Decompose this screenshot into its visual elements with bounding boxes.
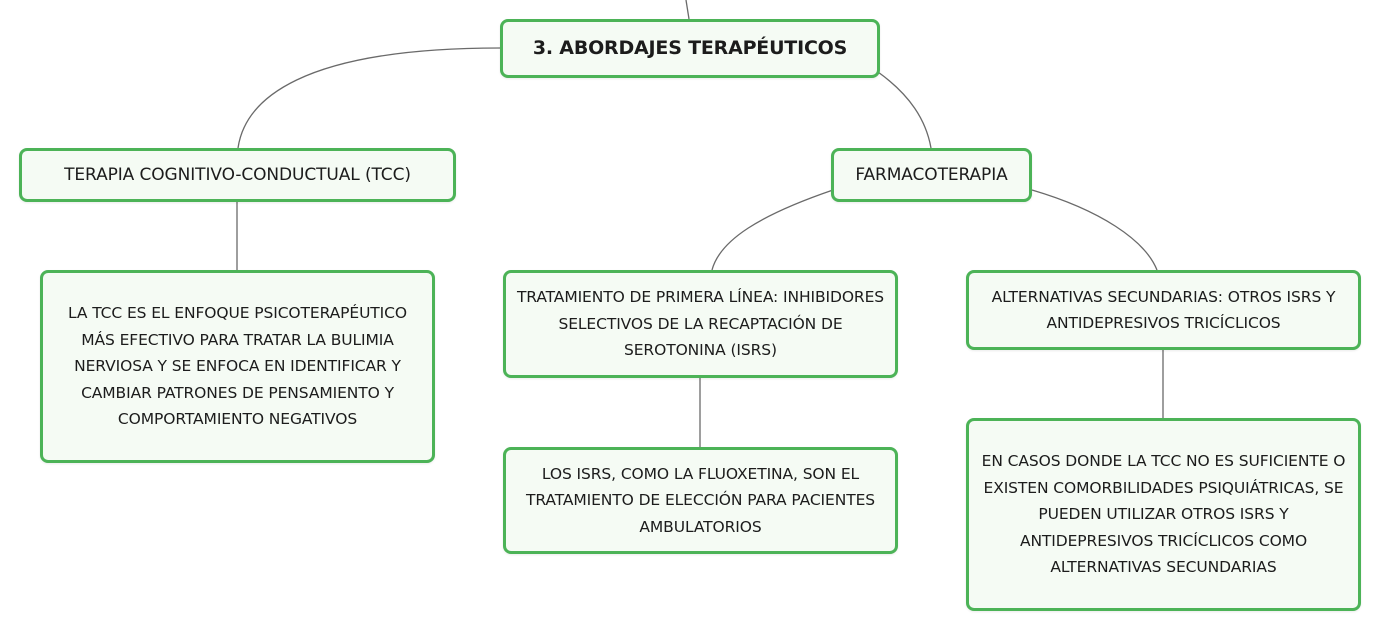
- connector-root-to-tcc: [237, 47, 501, 149]
- topic-label-farmacoterapia: FARMACOTERAPIA: [855, 164, 1008, 185]
- subtopic-node-primera-linea[interactable]: TRATAMIENTO DE PRIMERA LÍNEA: INHIBIDORE…: [503, 270, 898, 378]
- subtopic-node-tcc-description[interactable]: LA TCC ES EL ENFOQUE PSICOTERAPÉUTICO MÁ…: [40, 270, 435, 463]
- subtopic-text-primera-linea: TRATAMIENTO DE PRIMERA LÍNEA: INHIBIDORE…: [516, 288, 885, 360]
- subtopic-text-tcc-description: LA TCC ES EL ENFOQUE PSICOTERAPÉUTICO MÁ…: [68, 304, 407, 429]
- root-topic-node[interactable]: 3. ABORDAJES TERAPÉUTICOS: [500, 19, 880, 78]
- connector-root-to-farmacoterapia: [877, 71, 932, 149]
- subtopic-text-alternativas-description: EN CASOS DONDE LA TCC NO ES SUFICIENTE O…: [981, 452, 1346, 577]
- connector-farmacoterapia-to-alternativas: [1031, 189, 1158, 271]
- subtopic-node-isrs-description[interactable]: LOS ISRS, COMO LA FLUOXETINA, SON EL TRA…: [503, 447, 898, 554]
- subtopic-node-alternativas[interactable]: ALTERNATIVAS SECUNDARIAS: OTROS ISRS Y A…: [966, 270, 1361, 350]
- connector-parent-to-root: [685, 0, 690, 20]
- connector-farmacoterapia-to-primera-linea: [711, 189, 834, 271]
- topic-node-tcc[interactable]: TERAPIA COGNITIVO-CONDUCTUAL (TCC): [19, 148, 456, 202]
- root-topic-label: 3. ABORDAJES TERAPÉUTICOS: [532, 37, 848, 60]
- topic-label-tcc: TERAPIA COGNITIVO-CONDUCTUAL (TCC): [64, 164, 411, 185]
- topic-node-farmacoterapia[interactable]: FARMACOTERAPIA: [831, 148, 1032, 202]
- subtopic-node-alternativas-description[interactable]: EN CASOS DONDE LA TCC NO ES SUFICIENTE O…: [966, 418, 1361, 611]
- subtopic-text-alternativas: ALTERNATIVAS SECUNDARIAS: OTROS ISRS Y A…: [991, 287, 1336, 333]
- subtopic-text-isrs-description: LOS ISRS, COMO LA FLUOXETINA, SON EL TRA…: [525, 464, 876, 536]
